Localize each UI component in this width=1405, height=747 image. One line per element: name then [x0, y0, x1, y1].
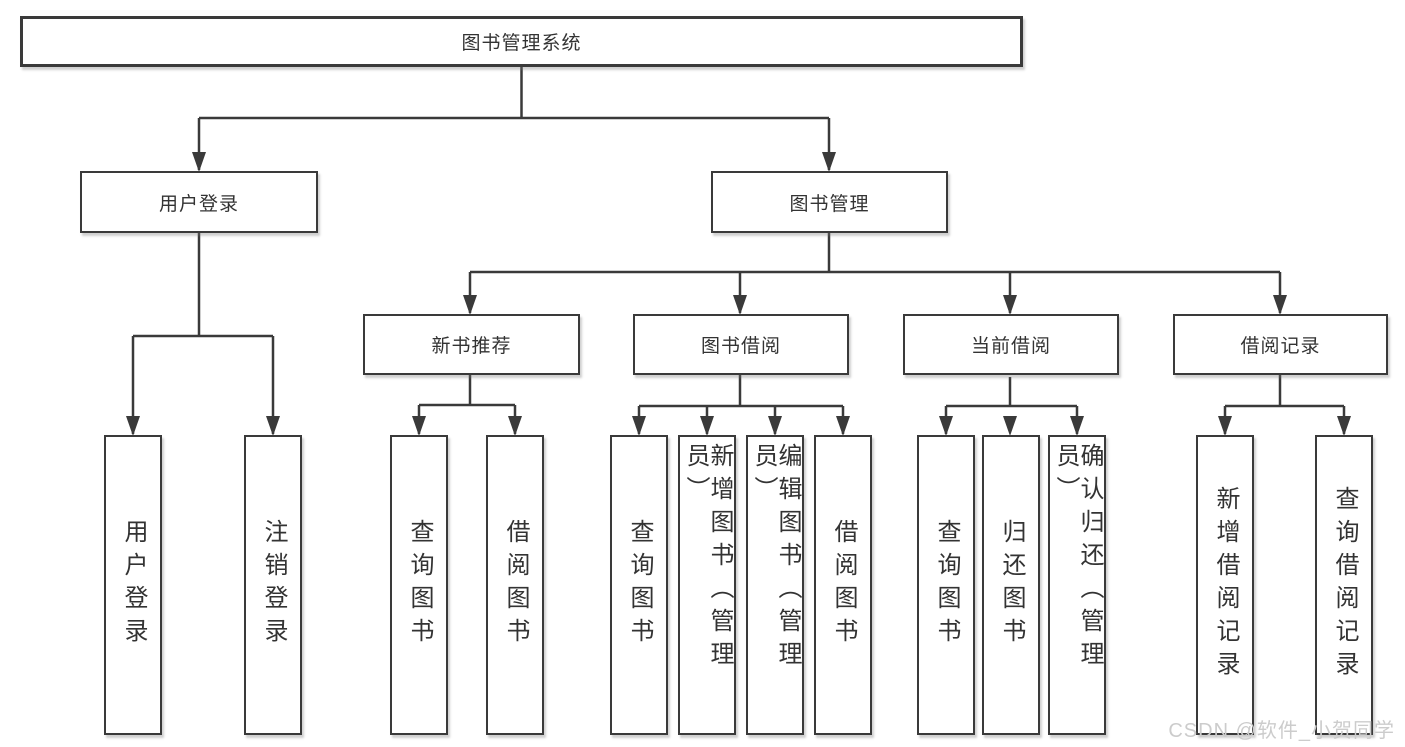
leaf-return-books: 归还图书 — [982, 435, 1040, 735]
leaf-label: 查询借阅记录 — [1331, 486, 1358, 684]
leaf-query-books-current: 查询图书 — [917, 435, 975, 735]
leaf-logout: 注销登录 — [244, 435, 302, 735]
node-library-management-system: 图书管理系统 — [20, 16, 1023, 67]
leaf-label: 用户登录 — [120, 519, 147, 651]
node-label: 当前借阅 — [970, 336, 1051, 357]
leaf-label: 编辑图书（管理员） — [750, 442, 801, 674]
leaf-label: 借阅图书 — [830, 519, 857, 651]
leaf-label: 新增借阅记录 — [1212, 486, 1239, 684]
leaf-add-book-admin: 新增图书（管理员） — [678, 435, 736, 735]
leaf-label: 查询图书 — [406, 519, 433, 651]
node-user-login: 用户登录 — [80, 171, 318, 233]
node-label: 图书管理 — [789, 193, 870, 215]
node-current-borrow: 当前借阅 — [903, 314, 1119, 375]
node-label: 图书借阅 — [700, 336, 781, 357]
leaf-label: 借阅图书 — [502, 519, 529, 651]
leaf-label: 查询图书 — [933, 519, 960, 651]
leaf-query-borrow-record: 查询借阅记录 — [1315, 435, 1373, 735]
leaf-borrow-books: 借阅图书 — [814, 435, 872, 735]
node-label: 新书推荐 — [431, 336, 512, 357]
leaf-label: 归还图书 — [998, 519, 1025, 651]
node-label: 图书管理系统 — [461, 33, 582, 54]
node-label: 用户登录 — [158, 193, 239, 215]
node-borrow-records: 借阅记录 — [1173, 314, 1388, 375]
leaf-borrow-books-recommend: 借阅图书 — [486, 435, 544, 735]
csdn-watermark: CSDN @软件_小贺同学 — [1168, 720, 1395, 742]
leaf-label: 确认归还（管理员） — [1052, 442, 1103, 674]
node-book-borrow: 图书借阅 — [633, 314, 849, 375]
leaf-label: 新增图书（管理员） — [682, 442, 733, 674]
leaf-add-borrow-record: 新增借阅记录 — [1196, 435, 1254, 735]
leaf-label: 查询图书 — [626, 519, 653, 651]
leaf-label: 注销登录 — [260, 519, 287, 651]
node-label: 借阅记录 — [1240, 336, 1321, 357]
node-new-book-recommend: 新书推荐 — [363, 314, 580, 375]
leaf-query-books-recommend: 查询图书 — [390, 435, 448, 735]
leaf-edit-book-admin: 编辑图书（管理员） — [746, 435, 804, 735]
node-book-management: 图书管理 — [711, 171, 948, 233]
leaf-confirm-return-admin: 确认归还（管理员） — [1048, 435, 1106, 735]
leaf-user-login: 用户登录 — [104, 435, 162, 735]
leaf-query-books-borrow: 查询图书 — [610, 435, 668, 735]
